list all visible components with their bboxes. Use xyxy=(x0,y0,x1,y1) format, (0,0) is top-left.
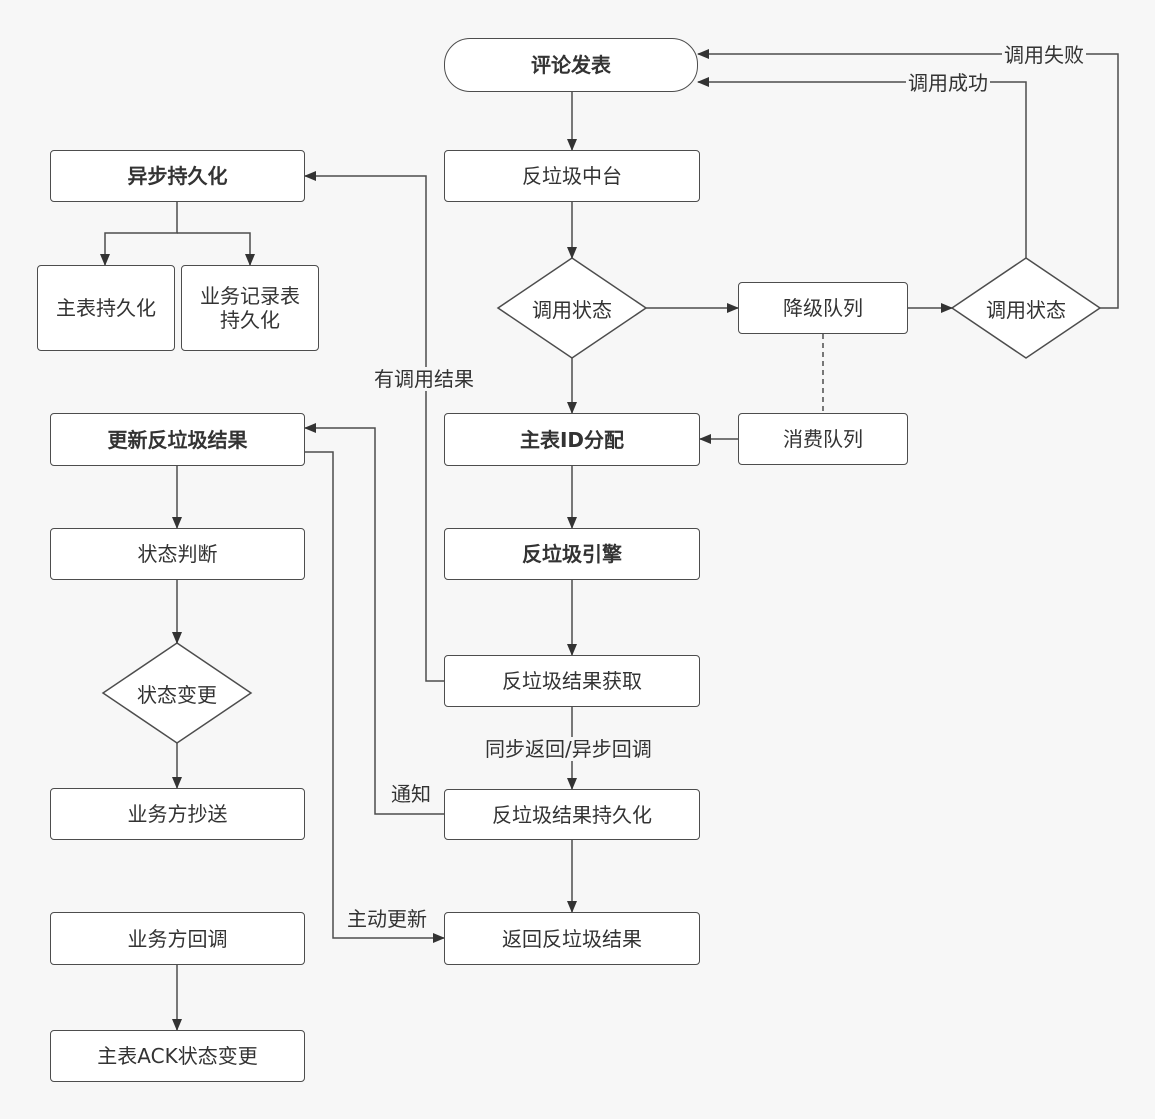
biz-record-persist-node[interactable]: 业务记录表 持久化 xyxy=(181,265,319,351)
biz-cc-node[interactable]: 业务方抄送 xyxy=(50,788,305,840)
degrade-queue-node[interactable]: 降级队列 xyxy=(738,282,908,334)
edge-call-success-loop xyxy=(697,77,1027,258)
edge-async-split-right xyxy=(177,232,255,266)
biz-record-persist-line2: 持久化 xyxy=(220,308,280,332)
return-antispam-result-node[interactable]: 返回反垃圾结果 xyxy=(444,912,700,965)
edge-async-split-trunk xyxy=(100,202,178,266)
antispam-center-node[interactable]: 反垃圾中台 xyxy=(444,150,700,202)
antispam-result-persist-node[interactable]: 反垃圾结果持久化 xyxy=(444,789,700,840)
notify-label: 通知 xyxy=(389,782,433,806)
edge-fetch-to-async-persist xyxy=(304,171,444,682)
main-table-persist-node[interactable]: 主表持久化 xyxy=(37,265,175,351)
call-fail-label: 调用失败 xyxy=(1002,43,1086,67)
main-id-alloc-node[interactable]: 主表ID分配 xyxy=(444,413,700,466)
main-ack-status-change-node[interactable]: 主表ACK状态变更 xyxy=(50,1030,305,1082)
has-call-result-label: 有调用结果 xyxy=(372,367,476,391)
comment-publish-node[interactable]: 评论发表 xyxy=(444,38,698,92)
call-status-retry-diamond xyxy=(950,257,1102,359)
update-antispam-result-node[interactable]: 更新反垃圾结果 xyxy=(50,413,305,466)
status-change-label: 状态变更 xyxy=(137,682,217,707)
edge-call-fail-loop xyxy=(697,49,1119,309)
async-persist-node[interactable]: 异步持久化 xyxy=(50,150,305,202)
biz-callback-node[interactable]: 业务方回调 xyxy=(50,912,305,965)
antispam-result-fetch-node[interactable]: 反垃圾结果获取 xyxy=(444,655,700,707)
call-status-main-label: 调用状态 xyxy=(532,297,612,322)
active-update-label: 主动更新 xyxy=(345,907,429,931)
biz-record-persist-line1: 业务记录表 xyxy=(200,284,300,308)
call-success-label: 调用成功 xyxy=(906,71,990,95)
consume-queue-node[interactable]: 消费队列 xyxy=(738,413,908,465)
sync-async-label: 同步返回/异步回调 xyxy=(483,737,654,761)
status-judge-node[interactable]: 状态判断 xyxy=(50,528,305,580)
edge-update-active-to-return xyxy=(305,451,445,943)
edge-persist-notify-update xyxy=(304,423,444,815)
call-status-retry-label: 调用状态 xyxy=(986,297,1066,322)
antispam-engine-node[interactable]: 反垃圾引擎 xyxy=(444,528,700,580)
